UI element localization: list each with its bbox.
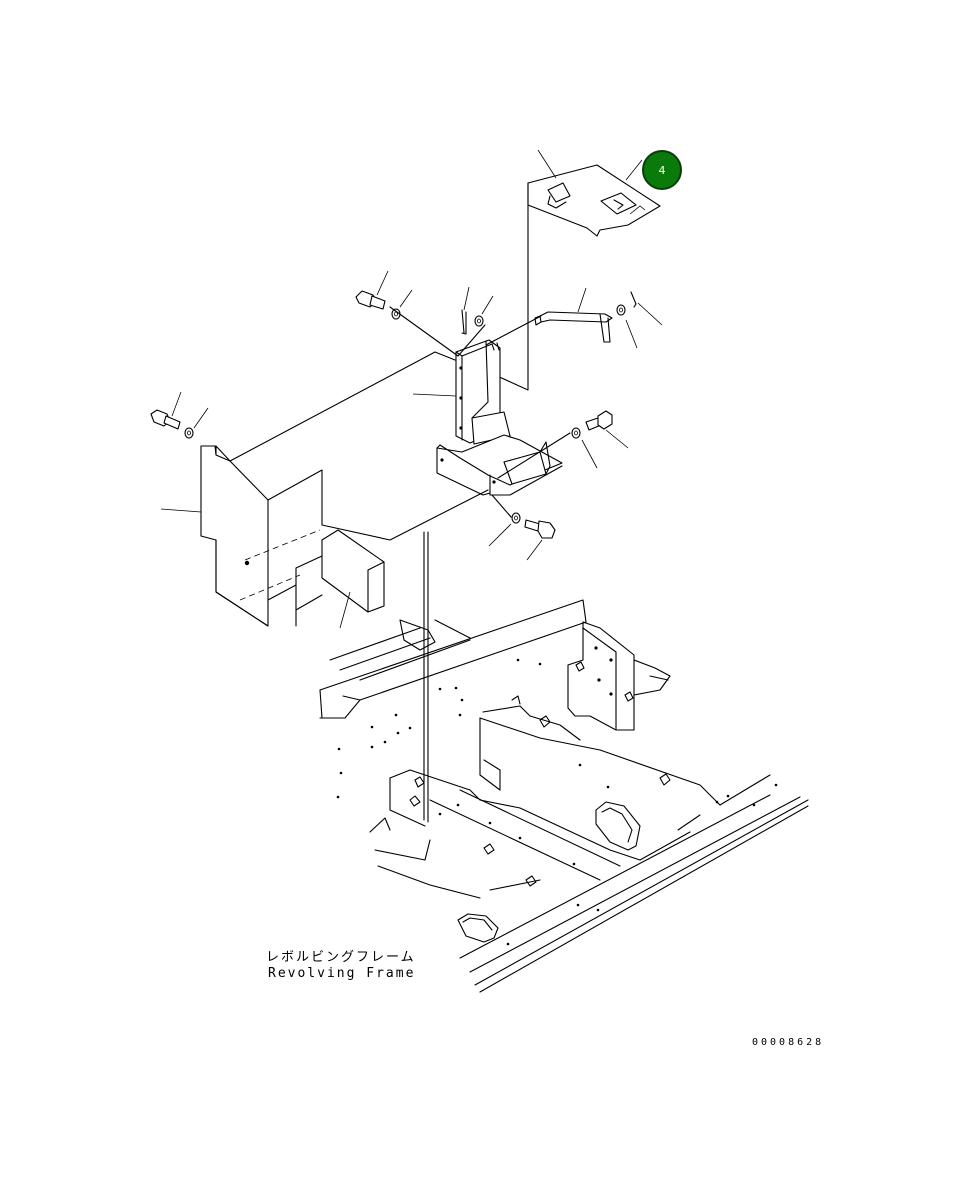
washer-pin-right <box>616 291 637 316</box>
revolving-frame <box>319 599 809 993</box>
guide-line <box>295 594 323 611</box>
control-rod <box>534 311 613 343</box>
guide-line <box>497 432 571 479</box>
guide-line <box>215 539 269 627</box>
leader-lines <box>160 149 663 629</box>
rubber-pad <box>321 529 385 613</box>
guide-line <box>295 555 323 627</box>
callout-4[interactable]: 4 <box>642 150 682 190</box>
frame-label-japanese: レボルビングフレーム <box>266 950 416 965</box>
guide-line <box>389 306 459 357</box>
side-bolt-right <box>571 410 613 439</box>
lower-bolt <box>511 512 556 539</box>
guide-line <box>267 584 297 601</box>
guide-line <box>457 324 486 357</box>
side-panel <box>200 445 269 627</box>
left-bolt <box>150 409 194 439</box>
dash-line <box>239 574 301 601</box>
bracket-assembly <box>436 339 563 496</box>
cotter-pin-left <box>461 309 484 335</box>
guide-line <box>267 469 323 526</box>
upper-bolt-left <box>355 290 401 320</box>
document-number: 00008628 <box>752 1037 825 1048</box>
guide-line <box>485 315 542 346</box>
dash-line <box>244 529 321 561</box>
guide-line <box>321 489 489 541</box>
guide-line <box>491 494 512 518</box>
frame-label-english: Revolving Frame <box>268 966 416 981</box>
top-cover-plate <box>527 164 661 237</box>
guide-line <box>229 351 456 462</box>
